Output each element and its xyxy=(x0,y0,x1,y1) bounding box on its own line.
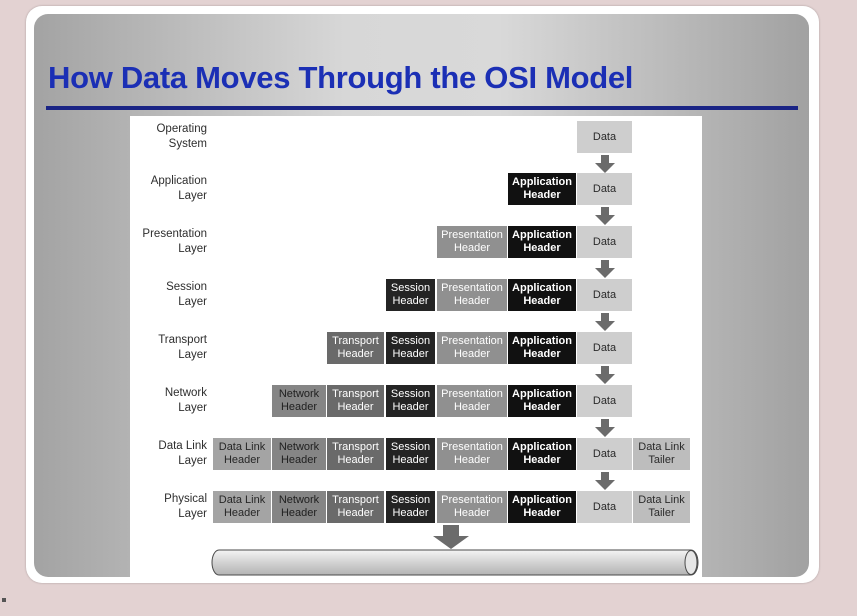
block-data-session-layer: Data xyxy=(577,279,632,311)
down-arrow-icon xyxy=(595,313,615,331)
block-sess-session-layer: Session Header xyxy=(386,279,435,311)
block-app-transport-layer: Application Header xyxy=(508,332,576,364)
block-pres-session-layer: Presentation Header xyxy=(437,279,507,311)
block-pres-physical-layer: Presentation Header xyxy=(437,491,507,523)
block-sess-network-layer: Session Header xyxy=(386,385,435,417)
row-label-physical-layer: Physical Layer xyxy=(164,493,207,520)
row-label-session-layer: Session Layer xyxy=(166,281,207,308)
down-arrow-icon xyxy=(595,260,615,278)
page-marker xyxy=(2,598,6,602)
block-pres-data-link-layer: Presentation Header xyxy=(437,438,507,470)
block-app-application-layer: Application Header xyxy=(508,173,576,205)
block-data-operating-system: Data xyxy=(577,121,632,153)
block-app-network-layer: Application Header xyxy=(508,385,576,417)
title-underline xyxy=(46,106,798,110)
down-arrow-to-medium-icon xyxy=(433,525,469,549)
row-label-application-layer: Application Layer xyxy=(150,175,207,202)
down-arrow-icon xyxy=(595,366,615,384)
down-arrow-icon xyxy=(595,472,615,490)
slide-title: How Data Moves Through the OSI Model xyxy=(48,60,634,95)
down-arrow-icon xyxy=(595,155,615,173)
block-sess-transport-layer: Session Header xyxy=(386,332,435,364)
row-label-data-link-layer: Data Link Layer xyxy=(158,440,207,467)
block-dl-physical-layer: Data Link Header xyxy=(213,491,271,523)
block-app-physical-layer: Application Header xyxy=(508,491,576,523)
block-data-network-layer: Data xyxy=(577,385,632,417)
block-trans-physical-layer: Transport Header xyxy=(327,491,384,523)
block-net-data-link-layer: Network Header xyxy=(272,438,326,470)
down-arrow-icon xyxy=(595,207,615,225)
row-label-transport-layer: Transport Layer xyxy=(158,334,207,361)
block-net-network-layer: Network Header xyxy=(272,385,326,417)
block-trans-transport-layer: Transport Header xyxy=(327,332,384,364)
block-trailer-physical-layer: Data Link Tailer xyxy=(633,491,690,523)
block-data-data-link-layer: Data xyxy=(577,438,632,470)
block-app-session-layer: Application Header xyxy=(508,279,576,311)
block-sess-data-link-layer: Session Header xyxy=(386,438,435,470)
block-data-physical-layer: Data xyxy=(577,491,632,523)
block-data-presentation-layer: Data xyxy=(577,226,632,258)
block-trans-network-layer: Transport Header xyxy=(327,385,384,417)
row-label-operating-system: Operating System xyxy=(156,123,207,150)
row-label-presentation-layer: Presentation Layer xyxy=(142,228,207,255)
block-trans-data-link-layer: Transport Header xyxy=(327,438,384,470)
block-app-presentation-layer: Application Header xyxy=(508,226,576,258)
block-sess-physical-layer: Session Header xyxy=(386,491,435,523)
block-pres-network-layer: Presentation Header xyxy=(437,385,507,417)
row-label-network-layer: Network Layer xyxy=(164,387,207,414)
block-data-application-layer: Data xyxy=(577,173,632,205)
block-net-physical-layer: Network Header xyxy=(272,491,326,523)
block-app-data-link-layer: Application Header xyxy=(508,438,576,470)
block-pres-transport-layer: Presentation Header xyxy=(437,332,507,364)
block-dl-data-link-layer: Data Link Header xyxy=(213,438,271,470)
down-arrow-icon xyxy=(595,419,615,437)
physical-medium-cable xyxy=(211,549,699,576)
block-data-transport-layer: Data xyxy=(577,332,632,364)
block-trailer-data-link-layer: Data Link Tailer xyxy=(633,438,690,470)
block-pres-presentation-layer: Presentation Header xyxy=(437,226,507,258)
